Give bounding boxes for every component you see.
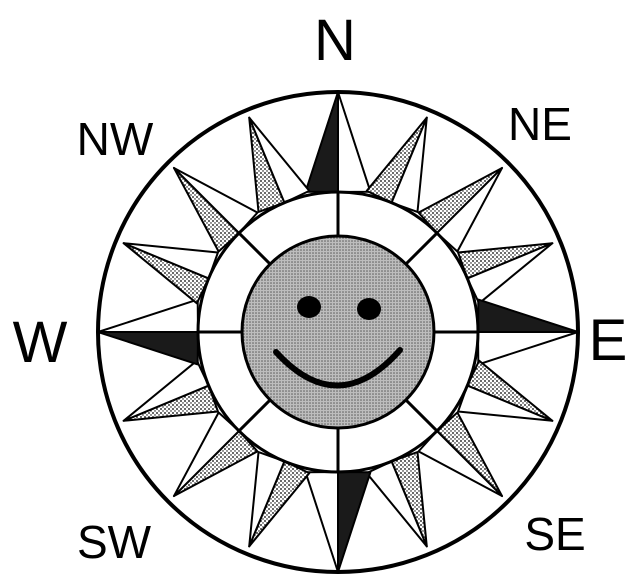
label-north: N: [314, 8, 356, 73]
label-southeast: SE: [524, 508, 585, 560]
label-west: W: [13, 310, 68, 375]
label-northwest: NW: [77, 113, 154, 165]
smiley-face-icon: [242, 236, 434, 428]
label-northeast: NE: [508, 98, 572, 150]
label-southwest: SW: [77, 516, 152, 568]
left-eye: [297, 296, 321, 318]
label-east: E: [589, 308, 628, 373]
right-eye: [357, 298, 381, 320]
